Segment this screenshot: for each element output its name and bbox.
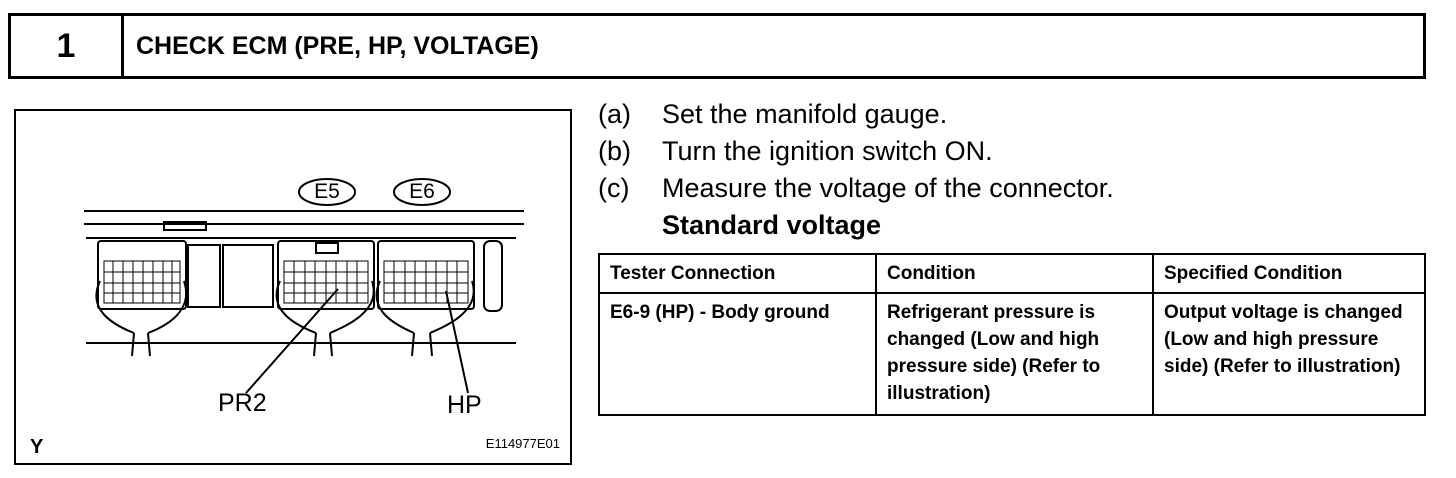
cell-tester-connection: E6-9 (HP) - Body ground (598, 292, 877, 416)
cell-specified-condition: Output voltage is changed (Low and high … (1152, 292, 1426, 416)
step-text: Measure the voltage of the connector. (662, 173, 1114, 203)
step-number: 1 (11, 16, 124, 76)
connector-e5-label: E5 (314, 180, 340, 203)
step-text: Set the manifold gauge. (662, 99, 948, 129)
pr2-terminal-label: PR2 (218, 389, 267, 417)
step-letter: (a) (598, 99, 631, 129)
step-text: Turn the ignition switch ON. (662, 136, 993, 166)
cell-condition: Refrigerant pressure is changed (Low and… (875, 292, 1154, 416)
table-header-row: Tester Connection Condition Specified Co… (598, 253, 1426, 294)
ecm-connector-illustration: E5 E6 PR2 HP Y E114977E01 (14, 109, 572, 465)
figure-corner-letter: Y (30, 436, 44, 458)
ecm-drawing (84, 178, 524, 394)
step-a: (a) Set the manifold gauge. (598, 96, 1428, 133)
connector-e6-label: E6 (409, 180, 435, 203)
step-title: CHECK ECM (PRE, HP, VOLTAGE) (136, 31, 539, 60)
standard-voltage-heading: Standard voltage (662, 210, 882, 240)
step-b: (b) Turn the ignition switch ON. (598, 133, 1428, 170)
header-condition: Condition (875, 253, 1154, 294)
table-row: E6-9 (HP) - Body ground Refrigerant pres… (598, 292, 1426, 416)
step-c: (c) Measure the voltage of the connector… (598, 170, 1428, 207)
procedure-steps: (a) Set the manifold gauge. (b) Turn the… (598, 96, 1428, 243)
step-header: 1 CHECK ECM (PRE, HP, VOLTAGE) (8, 13, 1426, 79)
hp-terminal-label: HP (447, 391, 482, 419)
step-letter: (c) (598, 173, 630, 203)
header-tester-connection: Tester Connection (598, 253, 877, 294)
specification-table: Tester Connection Condition Specified Co… (598, 253, 1426, 416)
header-specified-condition: Specified Condition (1152, 253, 1426, 294)
step-letter: (b) (598, 136, 631, 166)
figure-id: E114977E01 (485, 436, 560, 451)
